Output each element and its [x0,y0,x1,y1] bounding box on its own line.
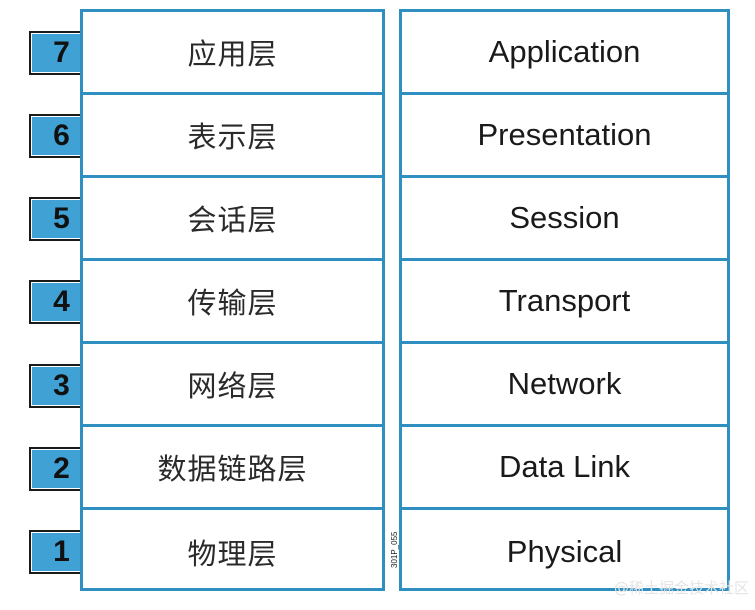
layer-en-7: Application [402,12,727,95]
layer-en-2: Data Link [402,427,727,510]
layer-en-5: Session [402,178,727,261]
layer-cn-1: 物理层 [187,536,278,571]
figure-code: 301P_055 [390,531,399,568]
layer-en-6: Presentation [402,95,727,178]
layer-cn-7: 应用层 [83,12,382,95]
layer-en-4: Transport [402,261,727,344]
watermark-text: @稀土掘金技术社区 [613,579,749,597]
layer-cn-4: 传输层 [83,261,382,344]
layer-cn-3: 网络层 [83,344,382,427]
chinese-layer-column: 应用层 表示层 会话层 传输层 网络层 数据链路层 物理层 [80,9,385,591]
english-layer-column: Application Presentation Session Transpo… [399,9,730,591]
layer-cn-2: 数据链路层 [83,427,382,510]
layer-cn-6: 表示层 [83,95,382,178]
layer-en-3: Network [402,344,727,427]
layer-cn-5: 会话层 [83,178,382,261]
layer-en-1: Physical [506,533,623,569]
